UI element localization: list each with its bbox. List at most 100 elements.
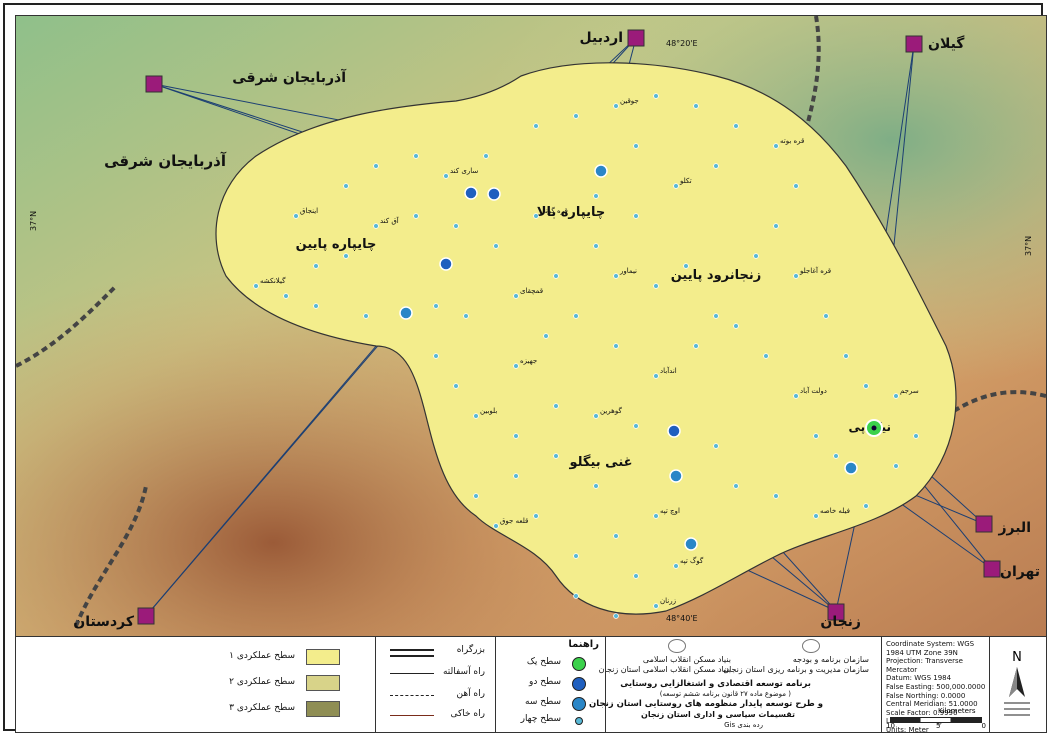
tier-3-marker[interactable]: [399, 306, 413, 320]
settlement-dot[interactable]: [683, 263, 689, 269]
tier-2-marker[interactable]: [439, 257, 453, 271]
settlement-dot[interactable]: [693, 103, 699, 109]
settlement-dot[interactable]: [313, 303, 319, 309]
settlement-dot[interactable]: [593, 483, 599, 489]
settlement-dot[interactable]: [633, 573, 639, 579]
settlement-dot[interactable]: [573, 113, 579, 119]
settlement-dot[interactable]: [553, 273, 559, 279]
tier-2-marker[interactable]: [464, 186, 478, 200]
settlement-dot[interactable]: [463, 313, 469, 319]
settlement-dot[interactable]: [433, 303, 439, 309]
settlement-dot[interactable]: [493, 523, 499, 529]
settlement-dot[interactable]: [653, 93, 659, 99]
settlement-dot[interactable]: [443, 173, 449, 179]
settlement-dot[interactable]: [793, 273, 799, 279]
settlement-dot[interactable]: [473, 413, 479, 419]
settlement-dot[interactable]: [473, 493, 479, 499]
settlement-dot[interactable]: [413, 213, 419, 219]
settlement-dot[interactable]: [713, 443, 719, 449]
settlement-dot[interactable]: [753, 253, 759, 259]
settlement-dot[interactable]: [513, 293, 519, 299]
settlement-dot[interactable]: [613, 343, 619, 349]
settlement-dot[interactable]: [573, 593, 579, 599]
tier-3-marker[interactable]: [594, 164, 608, 178]
settlement-dot[interactable]: [713, 313, 719, 319]
settlement-dot[interactable]: [823, 313, 829, 319]
settlement-dot[interactable]: [553, 453, 559, 459]
settlement-dot[interactable]: [593, 193, 599, 199]
settlement-dot[interactable]: [513, 363, 519, 369]
settlement-dot[interactable]: [373, 223, 379, 229]
map-svg: اردبیل گیلان آذربایجان شرقی آذربایجان شر…: [16, 16, 1046, 636]
settlement-dot[interactable]: [483, 153, 489, 159]
settlement-dot[interactable]: [733, 123, 739, 129]
settlement-dot[interactable]: [613, 533, 619, 539]
tier-2-marker[interactable]: [487, 187, 501, 201]
settlement-dot[interactable]: [343, 183, 349, 189]
settlement-dot[interactable]: [453, 383, 459, 389]
settlement-dot[interactable]: [513, 473, 519, 479]
settlement-dot[interactable]: [553, 403, 559, 409]
settlement-dot[interactable]: [433, 353, 439, 359]
settlement-dot[interactable]: [813, 513, 819, 519]
settlement-dot[interactable]: [673, 183, 679, 189]
settlement-dot[interactable]: [843, 353, 849, 359]
settlement-dot[interactable]: [653, 283, 659, 289]
settlement-dot[interactable]: [763, 353, 769, 359]
settlement-dot[interactable]: [613, 103, 619, 109]
settlement-dot[interactable]: [573, 553, 579, 559]
settlement-dot[interactable]: [693, 343, 699, 349]
settlement-dot[interactable]: [713, 163, 719, 169]
settlement-dot[interactable]: [813, 433, 819, 439]
settlement-dot[interactable]: [453, 223, 459, 229]
settlement-dot[interactable]: [633, 213, 639, 219]
settlement-dot[interactable]: [773, 493, 779, 499]
settlement-dot[interactable]: [863, 383, 869, 389]
settlement-dot[interactable]: [833, 453, 839, 459]
tier-3-marker[interactable]: [669, 469, 683, 483]
settlement-dot[interactable]: [863, 503, 869, 509]
settlement-dot[interactable]: [593, 413, 599, 419]
settlement-dot[interactable]: [773, 143, 779, 149]
settlement-dot[interactable]: [253, 283, 259, 289]
settlement-dot[interactable]: [733, 483, 739, 489]
settlement-dot[interactable]: [793, 393, 799, 399]
settlement-dot[interactable]: [913, 433, 919, 439]
settlement-dot[interactable]: [533, 123, 539, 129]
org-line5: برنامه توسعه اقتصادی و اشتغالزایی روستای…: [620, 679, 811, 689]
settlement-dot[interactable]: [513, 433, 519, 439]
settlement-dot[interactable]: [633, 143, 639, 149]
settlement-dot[interactable]: [493, 243, 499, 249]
settlement-dot[interactable]: [533, 513, 539, 519]
settlement-dot[interactable]: [413, 153, 419, 159]
settlement-dot[interactable]: [283, 293, 289, 299]
settlement-dot[interactable]: [673, 563, 679, 569]
tier-3-marker[interactable]: [684, 537, 698, 551]
settlement-dot[interactable]: [733, 323, 739, 329]
settlement-dot[interactable]: [653, 513, 659, 519]
settlement-dot[interactable]: [363, 313, 369, 319]
settlement-dot[interactable]: [613, 273, 619, 279]
settlement-dot[interactable]: [893, 393, 899, 399]
tier-3-marker[interactable]: [844, 461, 858, 475]
tier-2-marker[interactable]: [667, 424, 681, 438]
map-canvas[interactable]: اردبیل گیلان آذربایجان شرقی آذربایجان شر…: [15, 15, 1047, 637]
settlement-dot[interactable]: [573, 313, 579, 319]
settlement-dot[interactable]: [293, 213, 299, 219]
settlement-dot[interactable]: [633, 423, 639, 429]
settlement-dot[interactable]: [793, 183, 799, 189]
coord-right: 37°N: [1024, 236, 1033, 256]
settlement-dot[interactable]: [613, 613, 619, 619]
settlement-dot[interactable]: [593, 243, 599, 249]
settlement-dot[interactable]: [773, 223, 779, 229]
settlement-dot[interactable]: [343, 253, 349, 259]
settlement-dot[interactable]: [653, 373, 659, 379]
settlement-dot[interactable]: [653, 603, 659, 609]
settlement-dot[interactable]: [533, 213, 539, 219]
settlement-dot[interactable]: [543, 333, 549, 339]
label-ghani-beyglu: غنی بیگلو: [568, 454, 632, 470]
settlement-label: نیماور: [619, 267, 637, 275]
settlement-dot[interactable]: [373, 163, 379, 169]
settlement-dot[interactable]: [893, 463, 899, 469]
settlement-dot[interactable]: [313, 263, 319, 269]
